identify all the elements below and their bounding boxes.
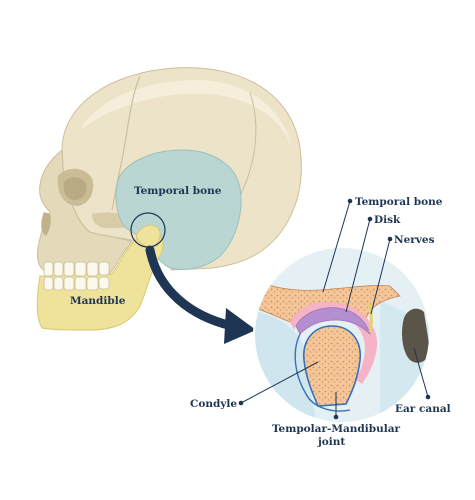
label-mandible: Mandible (70, 295, 126, 307)
label-disk: Disk (374, 214, 401, 226)
label-temporal-bone-skull: Temporal bone (134, 185, 222, 197)
leader-lines (238, 198, 431, 420)
eye-socket-inner (63, 177, 87, 200)
detail-circle-border (253, 246, 431, 424)
nasal-cavity (41, 212, 51, 236)
label-nerves: Nerves (394, 234, 435, 246)
label-tmj-line1: Tempolar-Mandibular (272, 423, 401, 435)
label-condyle: Condyle (190, 398, 237, 410)
zoom-arrow-head (224, 308, 256, 344)
label-ear-canal: Ear canal (395, 403, 451, 415)
zoom-arrow (145, 245, 256, 344)
nerve-strand (366, 303, 373, 333)
teeth (43, 261, 110, 291)
joint-detail-view (253, 246, 431, 424)
coronal-suture (111, 75, 141, 211)
zoom-arrow-shaft (145, 245, 237, 331)
condyle-outline (294, 333, 351, 412)
label-temporal-bone-detail: Temporal bone (355, 196, 443, 208)
skull-illustration (36, 67, 302, 331)
articular-disk (295, 307, 371, 336)
mandible-condyle-knob (135, 224, 161, 248)
detail-condyle (303, 325, 361, 407)
ear-canal-shape (402, 308, 430, 363)
label-tmj-line2: joint (317, 436, 345, 448)
